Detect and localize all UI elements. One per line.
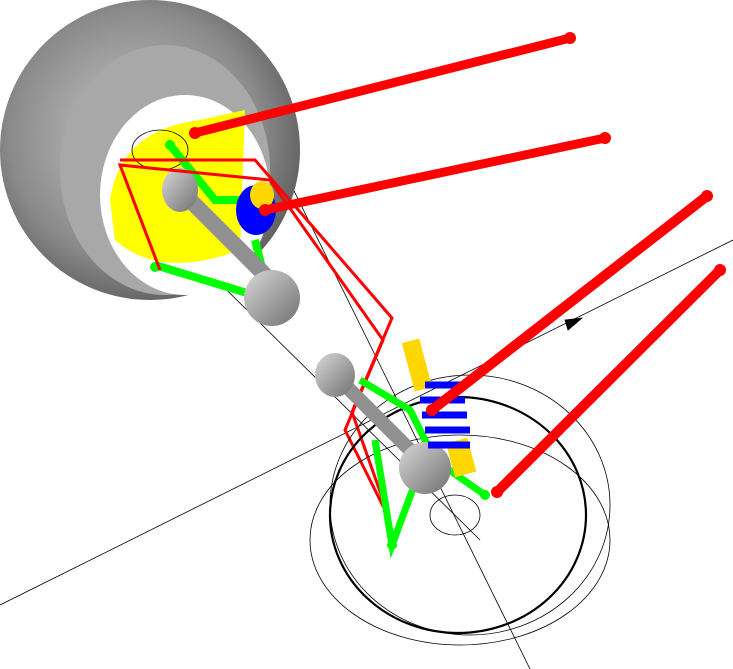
rear-upright [315, 338, 490, 559]
tie-rod-1 [190, 33, 575, 138]
chassis-outline [117, 158, 394, 521]
tie-rod-2 [260, 133, 610, 215]
tie-rod-3 [427, 191, 712, 415]
tie-rods[interactable] [189, 32, 726, 498]
tie-rod-4 [492, 265, 725, 497]
front-upright [150, 140, 300, 326]
